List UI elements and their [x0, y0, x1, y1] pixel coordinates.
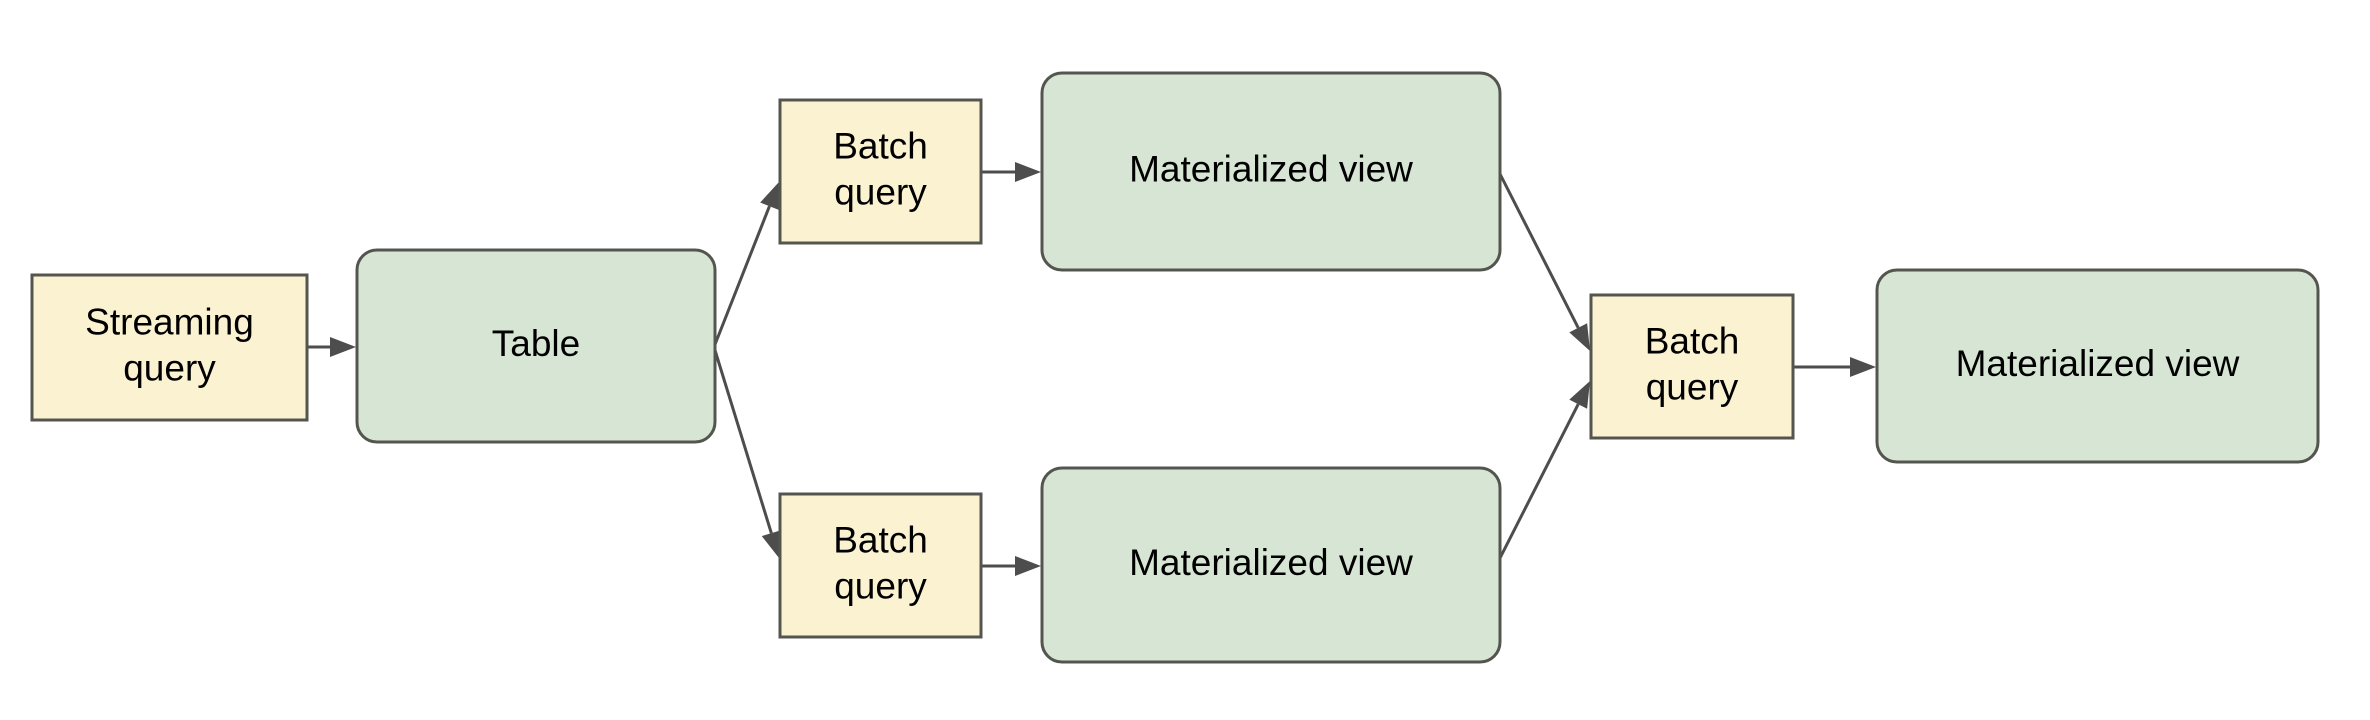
node-label: Table — [492, 323, 580, 364]
edge-line — [712, 205, 771, 348]
edge-table-to-batch-query-bottom[interactable] — [712, 346, 781, 558]
edge-batch-query-top-to-materialized-view-top[interactable] — [982, 162, 1041, 182]
arrowhead-icon — [1015, 556, 1041, 576]
edge-line — [1497, 403, 1580, 561]
edge-materialized-view-bottom-to-batch-query-merge[interactable] — [1497, 381, 1590, 561]
edges-layer — [308, 162, 1876, 576]
node-shape — [1589, 293, 1795, 440]
node-batch-query-bottom[interactable]: Batch query — [778, 492, 983, 639]
arrowhead-icon — [1015, 162, 1041, 182]
arrowhead-icon — [1569, 323, 1590, 351]
node-shape — [355, 248, 717, 444]
node-shape — [1040, 466, 1502, 664]
node-label: query — [834, 171, 927, 212]
edge-line — [712, 346, 773, 534]
node-label: Batch — [833, 519, 928, 560]
node-label: Materialized view — [1129, 148, 1413, 189]
node-materialized-view-final[interactable]: Materialized view — [1875, 268, 2320, 464]
edge-line — [1497, 171, 1580, 329]
edge-table-to-batch-query-top[interactable] — [712, 182, 779, 348]
edge-streaming-query-to-table[interactable] — [308, 337, 356, 357]
arrowhead-icon — [330, 337, 356, 357]
node-streaming-query[interactable]: Streaming query — [30, 273, 309, 422]
node-shape — [1040, 71, 1502, 272]
arrowhead-icon — [761, 530, 781, 558]
node-table[interactable]: Table — [355, 248, 717, 444]
node-shape — [30, 273, 309, 422]
node-label: Batch — [1645, 320, 1740, 361]
node-materialized-view-bottom[interactable]: Materialized view — [1040, 466, 1502, 664]
node-label: query — [1646, 366, 1739, 407]
arrowhead-icon — [1569, 381, 1590, 409]
node-label: query — [834, 565, 927, 606]
nodes-layer: StreamingqueryTableBatchqueryMaterialize… — [30, 71, 2320, 664]
node-label: Batch — [833, 125, 928, 166]
node-batch-query-merge[interactable]: Batch query — [1589, 293, 1795, 440]
arrowhead-icon — [1850, 357, 1876, 377]
node-label: Streaming — [85, 301, 254, 342]
edge-batch-query-merge-to-materialized-view-final[interactable] — [1794, 357, 1876, 377]
edge-materialized-view-top-to-batch-query-merge[interactable] — [1497, 171, 1590, 351]
node-shape — [1875, 268, 2320, 464]
node-materialized-view-top[interactable]: Materialized view — [1040, 71, 1502, 272]
node-shape — [778, 98, 983, 245]
edge-batch-query-bottom-to-materialized-view-bottom[interactable] — [982, 556, 1041, 576]
node-shape — [778, 492, 983, 639]
node-label: Materialized view — [1956, 343, 2240, 384]
node-label: query — [123, 347, 216, 388]
arrowhead-icon — [760, 182, 779, 210]
node-label: Materialized view — [1129, 542, 1413, 583]
node-batch-query-top[interactable]: Batch query — [778, 98, 983, 245]
